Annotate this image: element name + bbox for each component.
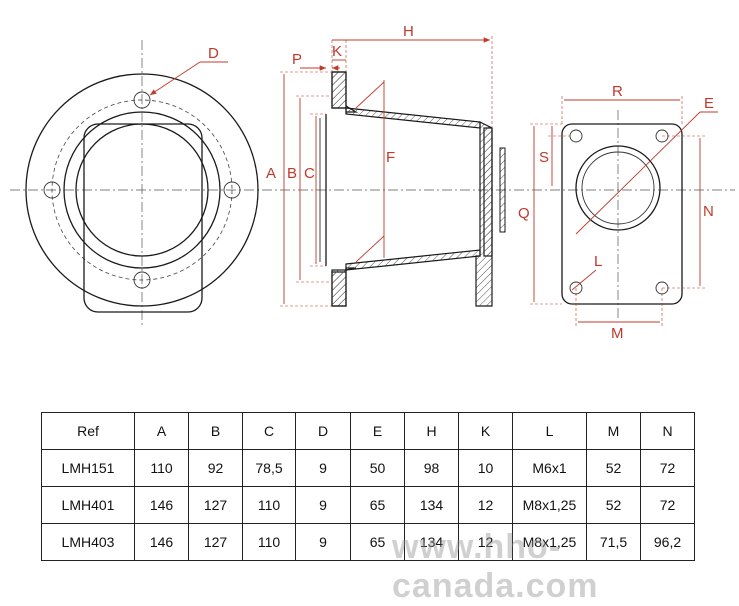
- label-A: A: [266, 165, 276, 182]
- table-cell: M8x1,25: [512, 486, 587, 524]
- table-cell: LMH401: [41, 486, 135, 524]
- table-cell: 12: [458, 523, 513, 561]
- table-cell: M8x1,25: [512, 523, 587, 561]
- table-cell: 10: [458, 449, 513, 487]
- table-cell: 146: [134, 523, 189, 561]
- label-R: R: [612, 83, 623, 100]
- table-row: LMH401 146 127 110 9 65 134 12 M8x1,25 5…: [41, 486, 695, 524]
- table-cell: 9: [295, 523, 351, 561]
- label-S: S: [539, 149, 549, 166]
- label-L: L: [594, 253, 602, 270]
- label-E: E: [704, 95, 714, 112]
- header-l: L: [512, 412, 587, 450]
- header-b: B: [188, 412, 243, 450]
- table-cell: 146: [134, 486, 189, 524]
- label-P: P: [292, 51, 302, 68]
- label-F: F: [386, 149, 395, 166]
- table-row: LMH151 110 92 78,5 9 50 98 10 M6x1 52 72: [41, 449, 695, 487]
- label-N: N: [703, 203, 714, 220]
- label-C: C: [304, 165, 315, 182]
- header-n: N: [640, 412, 695, 450]
- header-m: M: [586, 412, 641, 450]
- table-cell: 96,2: [640, 523, 695, 561]
- side-section-view: P K H A B C F: [266, 23, 506, 307]
- table-cell: LMH403: [41, 523, 135, 561]
- label-B: B: [287, 165, 297, 182]
- table-cell: 9: [295, 486, 351, 524]
- rear-flange-view: R E S Q N L M: [518, 83, 718, 342]
- header-ref: Ref: [41, 412, 135, 450]
- dimensions-table: Ref A B C D E H K L M N LMH151 110 92 78…: [41, 412, 695, 561]
- header-k: K: [458, 412, 513, 450]
- watermark: www.hho-canada.com: [392, 528, 599, 605]
- table-cell: 50: [350, 449, 405, 487]
- label-K: K: [332, 43, 342, 60]
- table-cell: 98: [404, 449, 459, 487]
- table-cell: 134: [404, 486, 459, 524]
- table-cell: 110: [242, 486, 296, 524]
- table-row: LMH403 146 127 110 9 65 134 12 M8x1,25 7…: [41, 523, 695, 561]
- header-e: E: [350, 412, 405, 450]
- table-cell: 52: [586, 449, 641, 487]
- header-c: C: [242, 412, 296, 450]
- header-d: D: [295, 412, 351, 450]
- table-cell: LMH151: [41, 449, 135, 487]
- table-cell: 110: [242, 523, 296, 561]
- table-cell: 72: [640, 486, 695, 524]
- label-H: H: [403, 23, 414, 40]
- table-cell: 110: [134, 449, 189, 487]
- table-cell: 65: [350, 486, 405, 524]
- table-cell: 78,5: [242, 449, 296, 487]
- table-cell: M6x1: [512, 449, 587, 487]
- table-cell: 134: [404, 523, 459, 561]
- table-cell: 12: [458, 486, 513, 524]
- technical-drawing: D P K H: [10, 23, 735, 342]
- table-cell: 127: [188, 523, 243, 561]
- table-cell: 72: [640, 449, 695, 487]
- header-h: H: [404, 412, 459, 450]
- table-cell: 127: [188, 486, 243, 524]
- header-a: A: [134, 412, 189, 450]
- table-header-row: Ref A B C D E H K L M N: [41, 412, 695, 450]
- table-cell: 52: [586, 486, 641, 524]
- table-cell: 92: [188, 449, 243, 487]
- front-flange-view: D: [25, 40, 259, 325]
- table-cell: 9: [295, 449, 351, 487]
- label-M: M: [611, 325, 624, 342]
- label-D: D: [208, 45, 219, 62]
- label-Q: Q: [518, 205, 530, 222]
